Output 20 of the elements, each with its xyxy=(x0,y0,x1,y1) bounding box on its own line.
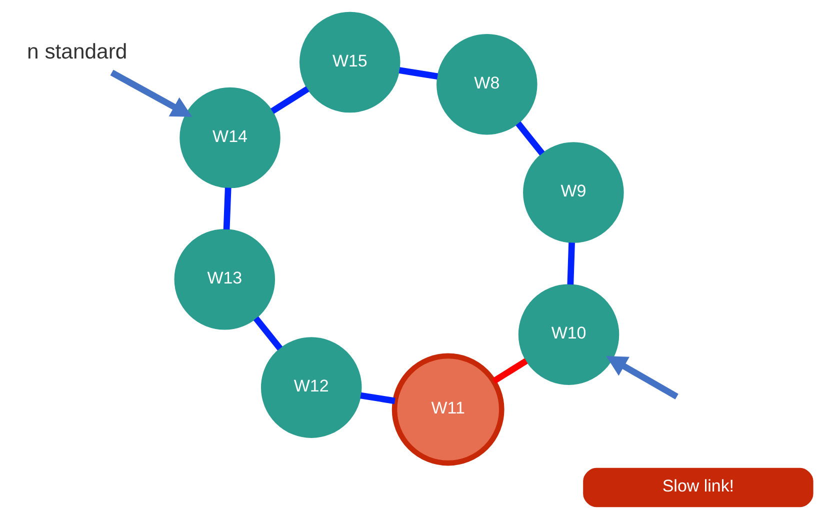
connector xyxy=(253,316,283,350)
connector xyxy=(270,86,310,114)
connector xyxy=(492,358,528,384)
node-circle: W10 xyxy=(518,284,620,385)
node-circle: W11 xyxy=(392,353,504,466)
node-circle: W8 xyxy=(436,34,538,135)
connector xyxy=(398,67,438,80)
connector xyxy=(567,242,575,285)
node-circle: W13 xyxy=(174,228,276,330)
connector xyxy=(516,121,545,156)
node-circle: W12 xyxy=(260,337,362,438)
arrow xyxy=(110,70,192,117)
arrow xyxy=(606,356,678,400)
connector xyxy=(360,392,396,404)
connector xyxy=(223,188,232,230)
node-box: Slow link! xyxy=(583,468,814,508)
node-text: n standard xyxy=(27,40,128,64)
node-circle: W9 xyxy=(523,142,624,243)
node-circle: W15 xyxy=(300,12,400,113)
node-circle: W14 xyxy=(180,87,280,188)
